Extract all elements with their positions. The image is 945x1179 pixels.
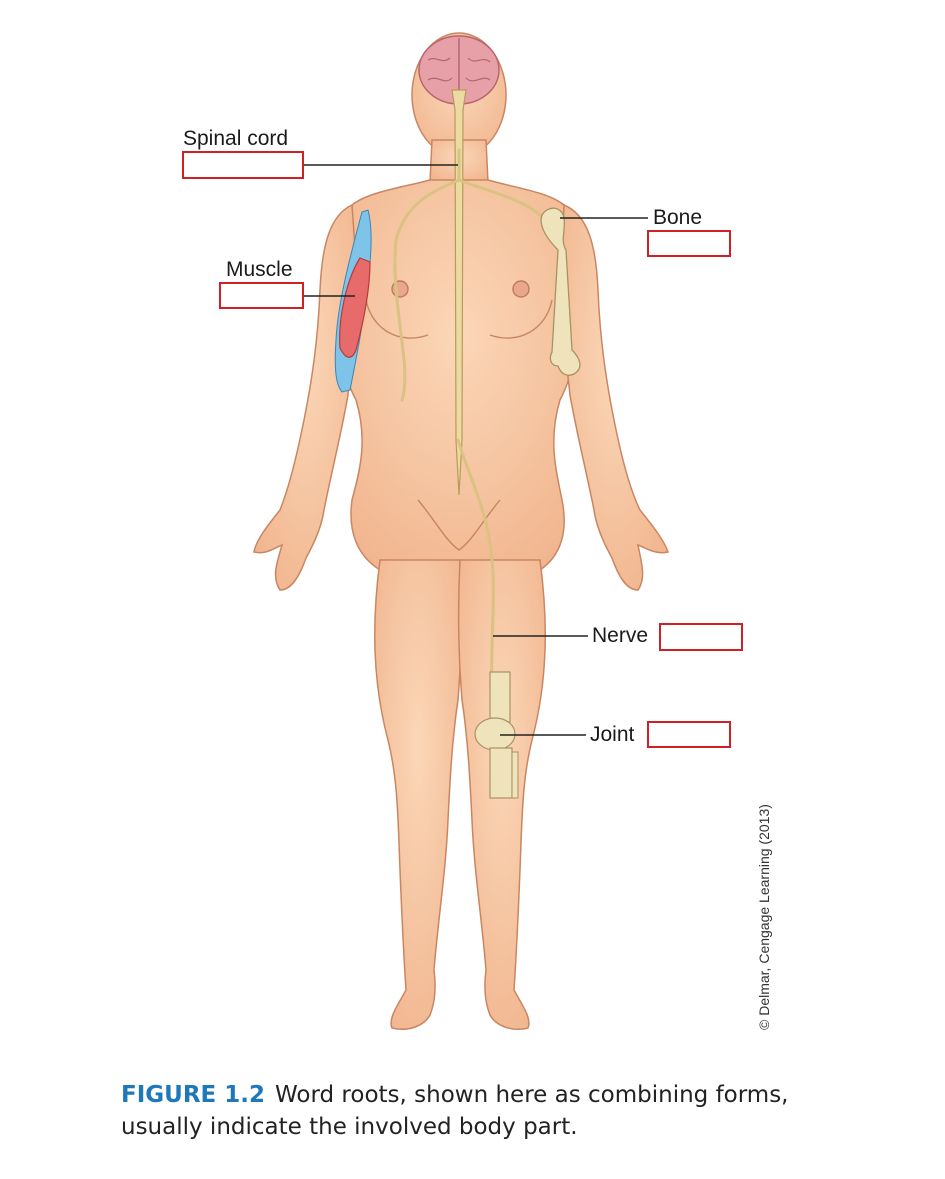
label-joint: Joint xyxy=(590,723,635,746)
answer-box-nerve[interactable] xyxy=(659,623,743,651)
answer-box-bone[interactable] xyxy=(647,230,731,257)
label-muscle: Muscle xyxy=(226,258,293,281)
copyright-credit: © Delmar, Cengage Learning (2013) xyxy=(756,804,772,1030)
figure-number: FIGURE 1.2 xyxy=(121,1082,265,1108)
label-spinal-cord: Spinal cord xyxy=(183,127,289,150)
answer-box-joint[interactable] xyxy=(647,721,731,748)
left-leg xyxy=(374,559,463,1030)
label-bone: Bone xyxy=(653,206,703,229)
label-nerve: Nerve xyxy=(592,624,649,647)
caption-text: Word roots, shown here as combining form… xyxy=(121,1082,789,1140)
muscle-icon xyxy=(334,209,372,393)
nerve-icon xyxy=(393,148,542,702)
right-arm xyxy=(559,203,669,591)
answer-box-muscle[interactable] xyxy=(219,282,304,309)
left-arm xyxy=(253,203,359,591)
answer-box-spinal-cord[interactable] xyxy=(182,151,304,179)
leader-lines xyxy=(304,164,648,736)
knee-joint-icon xyxy=(474,671,519,799)
